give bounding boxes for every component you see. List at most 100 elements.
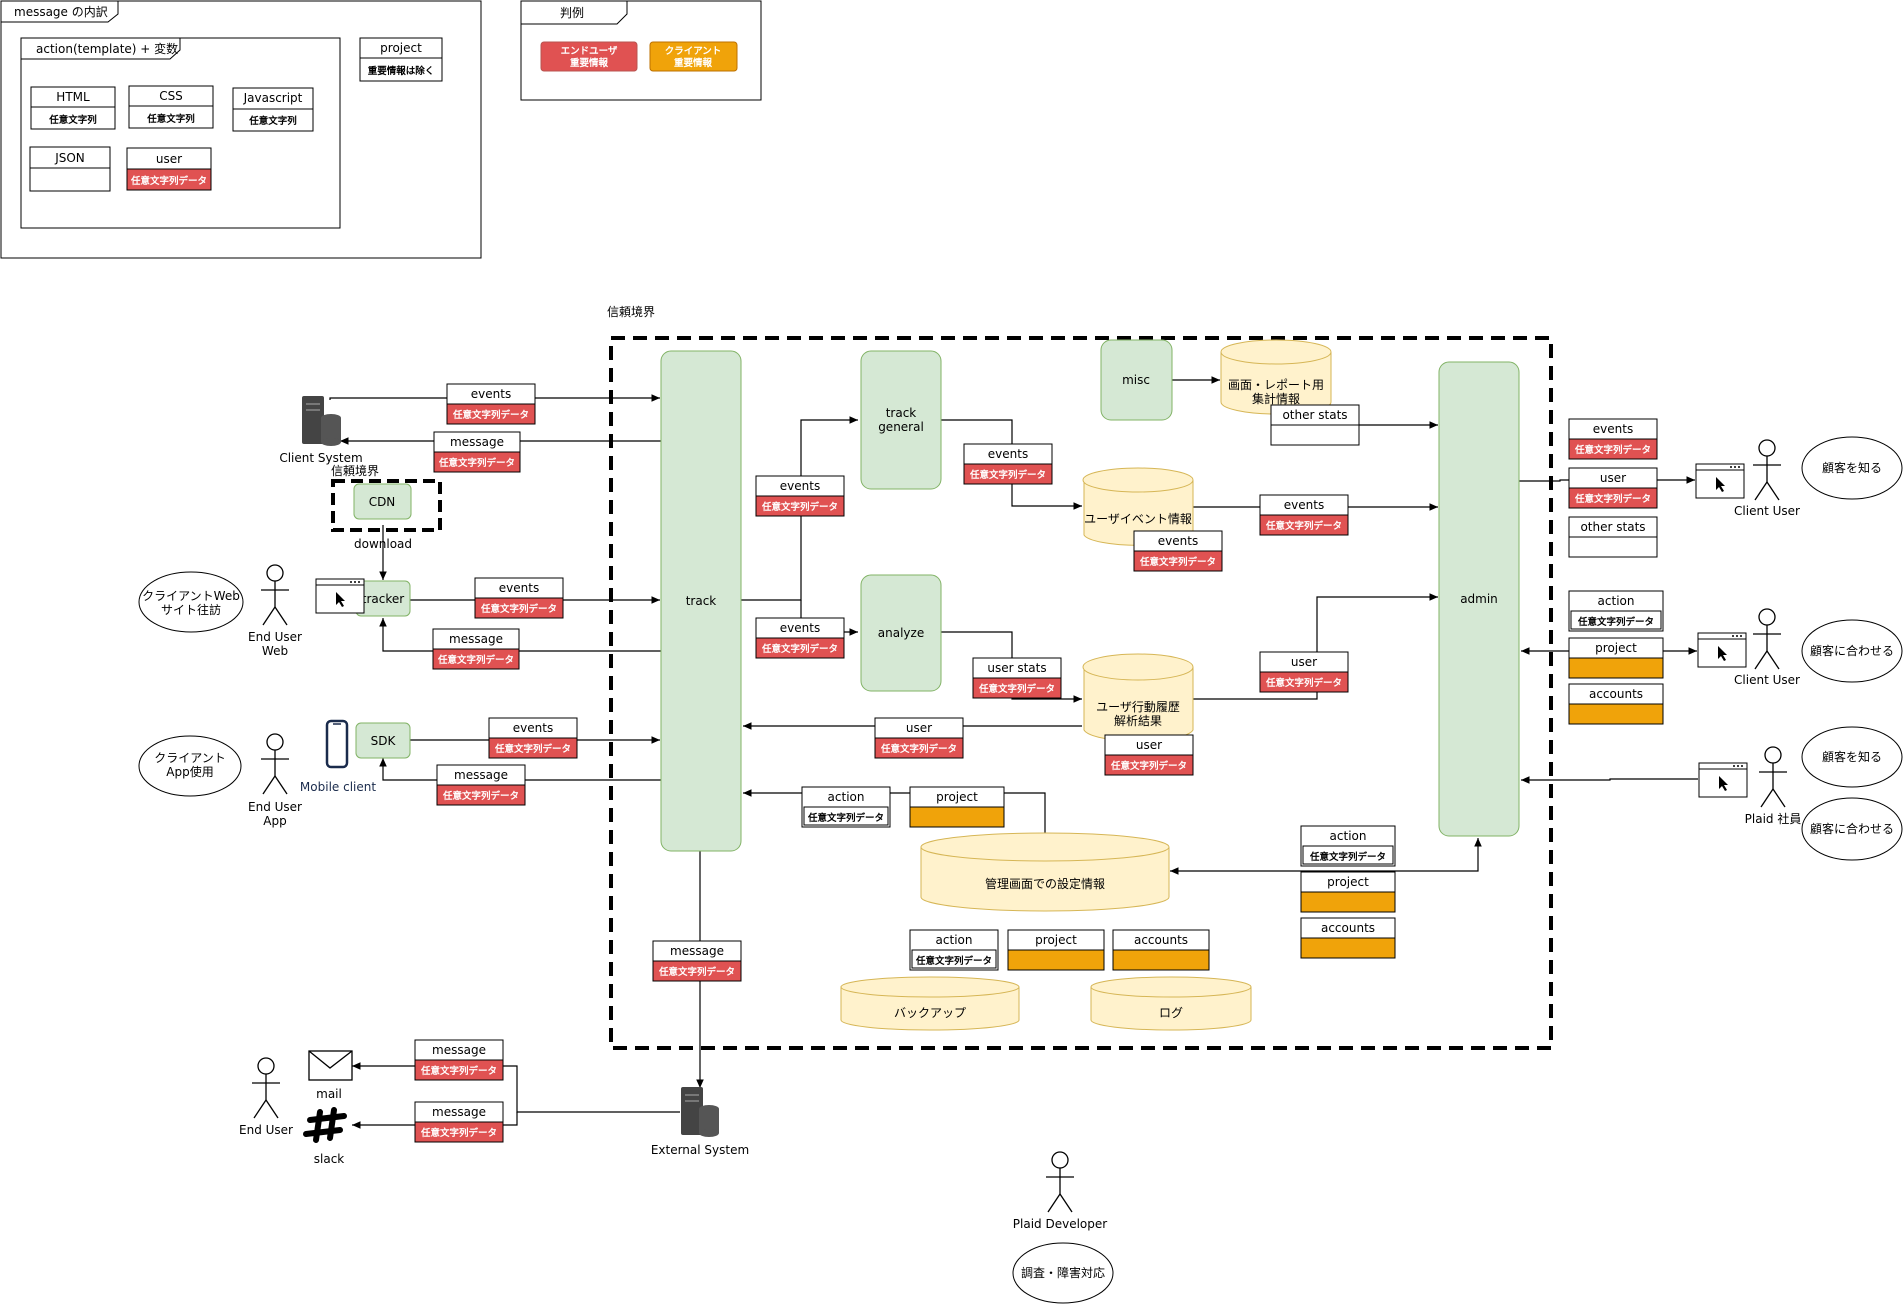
data-item-label: message (450, 435, 504, 449)
legend-client-line2: 重要情報 (674, 57, 713, 69)
data-item-label: message (432, 1105, 486, 1119)
node-admin[interactable]: admin (1438, 361, 1520, 837)
end-user-web-label-2: Web (262, 644, 288, 658)
data-item-cu1-other-stats: other stats (1568, 516, 1658, 558)
db-backup: バックアップ (840, 976, 1020, 1031)
end-user-app-label-1: End User (248, 800, 302, 814)
svg-text:顧客を知る: 顧客を知る (1822, 749, 1882, 764)
svg-text:バックアップ: バックアップ (894, 1006, 966, 1020)
data-item-label: accounts (1134, 933, 1188, 947)
data-item-label: user stats (987, 661, 1046, 675)
legend-css-item: CSS 任意文字列 (128, 85, 214, 129)
data-item-label: events (513, 721, 553, 735)
svg-text:analyze: analyze (878, 626, 924, 640)
legend-enduser-line1: エンドユーザ (561, 46, 618, 57)
data-item-sub: 任意文字列データ (1139, 556, 1216, 568)
data-item-label: other stats (1580, 520, 1645, 534)
data-item-slack-message: message 任意文字列データ (414, 1101, 504, 1143)
project-sub: 重要情報は除く (368, 65, 435, 77)
data-item-label: events (780, 479, 820, 493)
client-user-label-2: Client User (1734, 673, 1800, 687)
ellipse-client-app: クライアント App使用 (138, 735, 242, 797)
legend-message-breakdown: message の内訳 action(template) + 変数 HTML 任… (0, 0, 482, 259)
legend-template-title: action(template) + 変数 (36, 41, 178, 56)
data-item-cu1-events: events 任意文字列データ (1568, 418, 1658, 460)
data-item-sub: 任意文字列データ (1577, 616, 1654, 628)
ellipse-know-customer-1: 顧客を知る (1801, 436, 1903, 500)
stick-figure-client-user-1 (1753, 439, 1781, 501)
data-item-label: action (1330, 829, 1367, 843)
svg-text:顧客に合わせる: 顧客に合わせる (1810, 821, 1894, 836)
ellipse-investigate: 調査・障害対応 (1012, 1242, 1114, 1304)
data-item-sub: 任意文字列データ (1574, 493, 1651, 505)
svg-text:クライアント: クライアント (154, 751, 226, 765)
ellipse-client-web: クライアントWeb サイト往訪 (138, 571, 244, 633)
stick-figure-plaid-developer (1046, 1151, 1074, 1213)
data-item-sub: 任意文字列データ (420, 1127, 497, 1139)
data-item-sub: 任意文字列データ (969, 469, 1046, 481)
svg-text:SDK: SDK (371, 734, 397, 748)
legend-message-title: message の内訳 (14, 4, 108, 19)
server-icon (302, 396, 341, 446)
data-item-track-events-upper: events 任意文字列データ (755, 475, 845, 517)
connectors (329, 376, 1698, 1129)
plaid-staff-label: Plaid 社員 (1745, 811, 1802, 826)
mail-label: mail (316, 1087, 342, 1101)
data-item-sub: 任意文字列データ (761, 501, 838, 513)
data-item-sub: 任意文字列データ (807, 812, 884, 824)
stick-figure-end-user-app (261, 733, 289, 795)
data-item-label: events (471, 387, 511, 401)
data-item-general-events: events 任意文字列データ (963, 443, 1053, 485)
legend-user-item: user 任意文字列データ (126, 147, 212, 191)
data-item-label: message (432, 1043, 486, 1057)
data-item-sub: 任意文字列データ (978, 683, 1055, 695)
data-item-label: message (449, 632, 503, 646)
db-user-behavior: ユーザ行動履歴 解析結果 (1082, 653, 1194, 742)
data-item-label: events (780, 621, 820, 635)
legend-json-item: JSON (29, 146, 111, 192)
data-item-sub: 任意文字列データ (915, 955, 992, 967)
ellipse-know-customer-2: 顧客を知る (1801, 726, 1903, 788)
data-item-label: events (988, 447, 1028, 461)
node-tracker[interactable]: tracker (355, 580, 411, 617)
data-items-enduser: events 任意文字列データ message 任意文字列データ events 任意文字列… (414, 383, 1664, 1143)
node-misc[interactable]: misc (1100, 339, 1173, 421)
node-track[interactable]: track (660, 350, 742, 852)
node-cdn[interactable]: CDN (353, 483, 412, 520)
legend-client-line1: クライアント (665, 46, 722, 57)
data-item-sub: 任意文字列データ (1574, 444, 1651, 456)
svg-text:ユーザ行動履歴: ユーザ行動履歴 (1096, 700, 1180, 714)
data-item-sub: 任意文字列データ (480, 603, 557, 615)
slack-icon (303, 1107, 347, 1143)
data-item-label: user (1136, 738, 1162, 752)
data-item-label: action (1598, 594, 1635, 608)
svg-text:管理画面での設定情報: 管理画面での設定情報 (985, 876, 1105, 891)
data-item-user-stats: user stats 任意文字列データ (972, 657, 1062, 699)
svg-text:集計情報: 集計情報 (1252, 391, 1300, 406)
svg-text:track: track (886, 406, 917, 420)
data-item-sub: 任意文字列データ (442, 790, 519, 802)
db-report-stats: 画面・レポート用 集計情報 (1220, 339, 1332, 415)
user-label: user (156, 152, 182, 166)
legend-project-item: project 重要情報は除く (359, 37, 443, 82)
end-user-label: End User (239, 1123, 293, 1137)
data-item-label: events (1593, 422, 1633, 436)
db-user-events: ユーザイベント情報 (1082, 467, 1194, 546)
node-analyze[interactable]: analyze (860, 574, 942, 692)
node-sdk[interactable]: SDK (355, 722, 411, 759)
data-item-label: project (936, 790, 978, 804)
external-system-label: External System (651, 1143, 749, 1157)
browser-window-icon (1697, 632, 1747, 668)
data-item-label: user (906, 721, 932, 735)
data-item-label: user (1291, 655, 1317, 669)
node-track-general[interactable]: track general (860, 350, 942, 490)
